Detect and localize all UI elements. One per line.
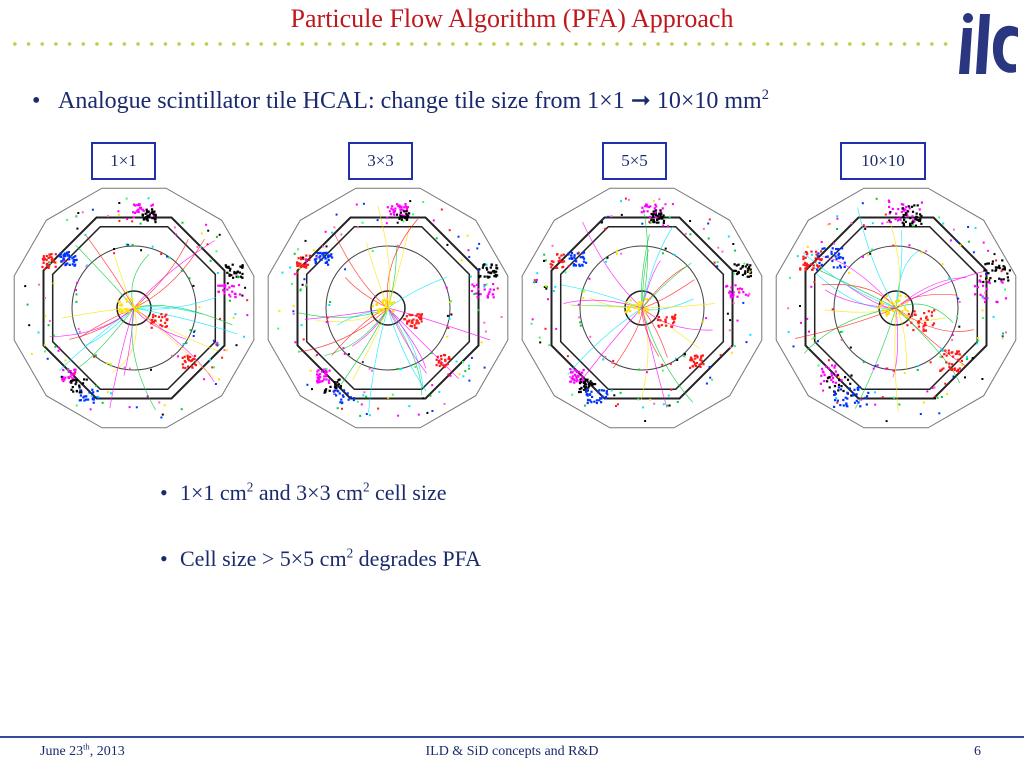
event-display-image (13, 187, 255, 429)
slide-title: Particule Flow Algorithm (PFA) Approach (290, 4, 734, 33)
sub-bullet-1-text-a: 1×1 cm (180, 480, 247, 505)
sub-bullet-1-text-b: and 3×3 cm (253, 480, 363, 505)
bullet-symbol: • (160, 480, 168, 505)
tile-label-2: 3×3 (348, 142, 413, 180)
tile-label-1: 1×1 (91, 142, 156, 180)
sub-bullet-1-sup-a: 2 (246, 479, 254, 495)
sub-bullet-2-text-b: degrades PFA (353, 546, 482, 571)
sub-bullet-2: • Cell size > 5×5 cm2 degrades PFA (160, 546, 481, 572)
event-display-image (775, 187, 1017, 429)
dotted-divider (8, 40, 948, 48)
event-display-2 (262, 180, 514, 435)
event-display-3 (516, 180, 768, 435)
tile-label-4: 10×10 (840, 142, 926, 180)
event-display-image (267, 187, 509, 429)
main-bullet: • Analogue scintillator tile HCAL: change… (32, 86, 769, 115)
ilc-logo (959, 13, 1018, 74)
footer-divider (0, 736, 1024, 738)
footer-date: June 23th, 2013 (40, 742, 125, 760)
tile-label-3: 5×5 (602, 142, 667, 180)
main-bullet-sup: 2 (761, 87, 769, 103)
sub-bullet-2-sup: 2 (346, 545, 354, 561)
sub-bullet-1-sup-b: 2 (362, 479, 370, 495)
footer-date-a: June 23 (40, 744, 84, 759)
footer-center: ILD & SiD concepts and R&D (425, 744, 599, 759)
bullet-symbol: • (32, 88, 41, 114)
footer-date-b: , 2013 (89, 744, 125, 759)
footer-date-sup: th (83, 742, 90, 752)
sub-bullet-1-text-c: cell size (369, 480, 447, 505)
event-display-4 (770, 180, 1022, 435)
sub-bullet-2-text-a: Cell size > 5×5 cm (180, 546, 347, 571)
event-display-image (521, 187, 763, 429)
bullet-symbol: • (160, 546, 168, 571)
sub-bullet-1: •1×1 cm2 and 3×3 cm2 cell size (160, 480, 447, 506)
event-display-1 (8, 180, 260, 435)
main-bullet-text: Analogue scintillator tile HCAL: change … (58, 88, 762, 114)
footer-page-number: 6 (974, 744, 981, 759)
